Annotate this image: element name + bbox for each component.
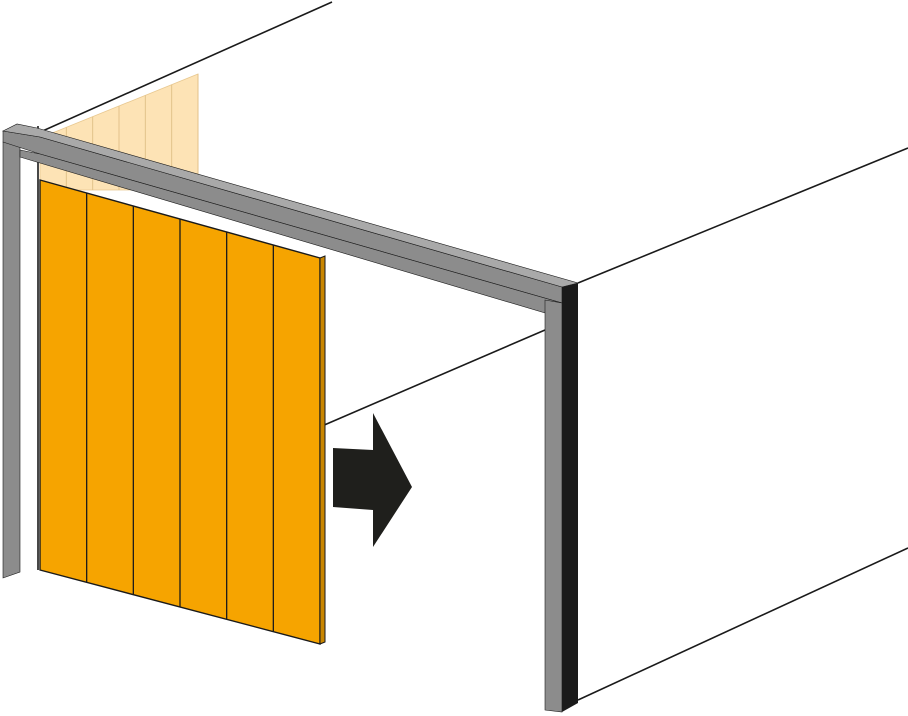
wall-top-right-line	[577, 147, 908, 284]
door-edge	[319, 255, 326, 645]
room-outline	[37, 1, 908, 701]
door-frame	[2, 123, 580, 713]
frame-left-post	[2, 141, 21, 579]
arrow-right-icon	[333, 413, 412, 547]
door-panel-joints	[86, 193, 274, 632]
opening-floor-back-line	[321, 329, 546, 427]
ceiling-back-line	[37, 1, 333, 134]
sliding-door	[39, 179, 326, 645]
arrow-right-shape	[333, 413, 412, 547]
frame-right-post-edge	[562, 283, 578, 712]
frame-right-post	[544, 299, 563, 713]
wall-bottom-right-line	[577, 547, 908, 701]
